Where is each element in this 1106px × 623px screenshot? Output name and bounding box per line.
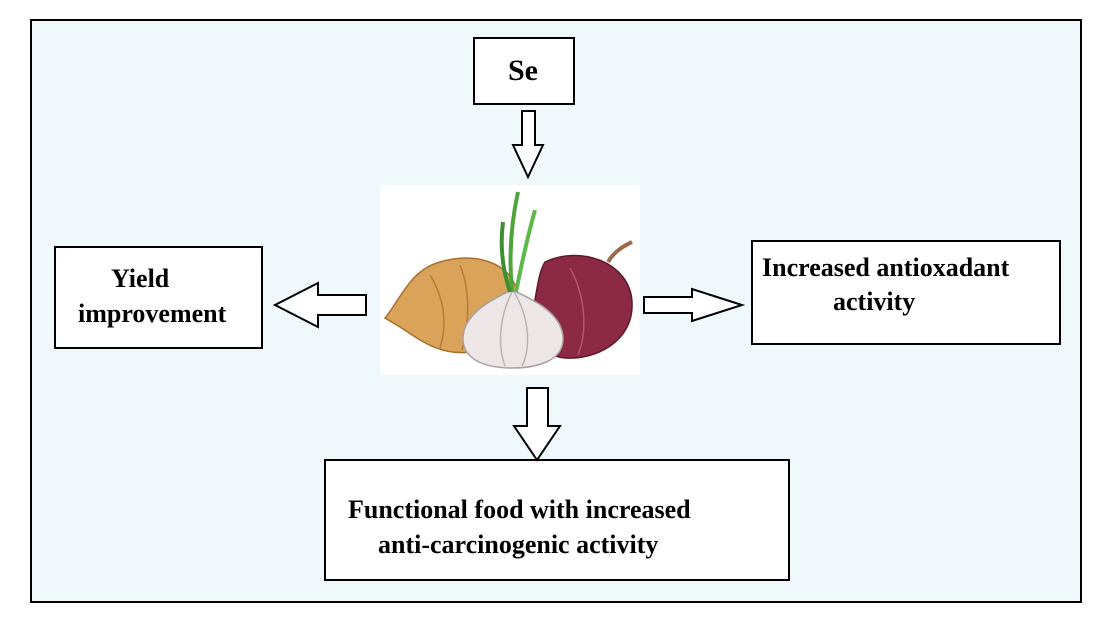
arrow-down-icon [511, 110, 545, 180]
antioxidant-activity-box: Increased antioxadant activity [751, 240, 1061, 345]
yield-label-line1: Yield [111, 264, 170, 293]
yield-improvement-box: Yield improvement [54, 246, 263, 349]
arrow-right-icon [643, 287, 746, 323]
onion-garlic-illustration [380, 185, 640, 375]
functional-food-box: Functional food with increased anti-carc… [324, 459, 790, 581]
yield-label-line2: improvement [78, 299, 227, 328]
arrow-left-icon [272, 281, 367, 329]
antioxidant-label-line1: Increased antioxadant [762, 253, 1010, 282]
arrow-down-icon [512, 387, 562, 462]
functional-food-label-line1: Functional food with increased [348, 495, 691, 524]
functional-food-label-line2: anti-carcinogenic activity [378, 530, 659, 559]
antioxidant-label-line2: activity [833, 287, 916, 316]
se-label: Se [508, 54, 538, 87]
se-box: Se [473, 37, 575, 105]
